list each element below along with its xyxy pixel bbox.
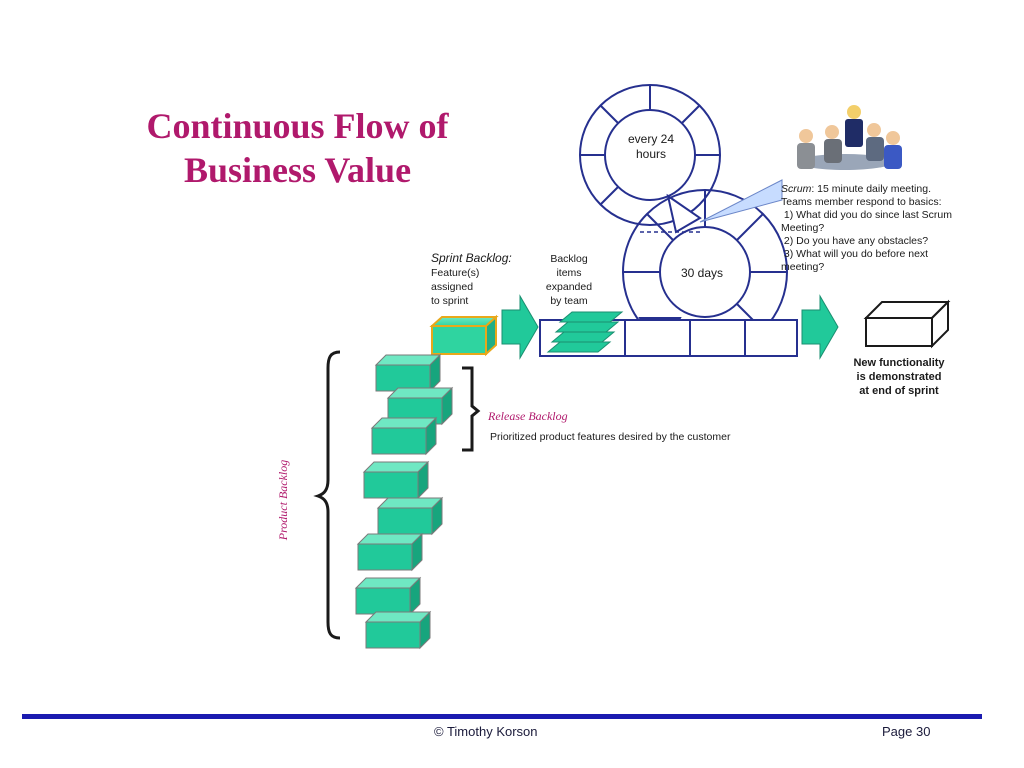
slide-title: Continuous Flow of Business Value [146, 106, 449, 190]
expanded-backlog-slabs [546, 311, 624, 353]
daily-cycle-label-line2: hours [636, 147, 666, 161]
sprint-backlog-line1: Feature(s) [431, 267, 479, 279]
new-functionality-line1: New functionality [853, 357, 945, 369]
product-backlog-brace [313, 350, 341, 640]
footer-page-number: Page 30 [882, 724, 931, 739]
scrum-callout-line5: 2) Do you have any obstacles? [781, 235, 928, 247]
scrum-meeting-people-icon [797, 105, 902, 170]
sprint-backlog-line3: to sprint [431, 295, 468, 307]
arrow-out-of-sprint-icon [801, 294, 839, 360]
daily-cycle-ring [579, 84, 721, 234]
sprint-feature-block [429, 314, 499, 357]
backlog-items-line2: items [556, 267, 581, 279]
footer-copyright: © Timothy Korson [434, 724, 538, 739]
backlog-block [364, 610, 432, 650]
scrum-callout-line2: Teams member respond to basics: [781, 196, 941, 208]
scrum-callout-line3: 1) What did you do since last Scrum [781, 209, 952, 221]
backlog-items-line4: by team [550, 295, 588, 307]
release-backlog-label: Release Backlog [487, 409, 568, 423]
release-backlog-description: Prioritized product features desired by … [490, 431, 731, 443]
scrum-callout-line1: Scrum: 15 minute daily meeting. [781, 183, 931, 195]
daily-cycle-label-line1: every 24 [628, 132, 674, 146]
sprint-backlog-heading: Sprint Backlog: [431, 251, 512, 265]
scrum-callout-line6: 3) What will you do before next [781, 248, 928, 260]
backlog-block [374, 353, 442, 393]
backlog-block [362, 460, 430, 500]
backlog-items-line1: Backlog [550, 253, 588, 265]
backlog-block [354, 576, 422, 616]
new-functionality-line2: is demonstrated [857, 371, 942, 383]
arrow-into-sprint-icon [501, 294, 539, 360]
scrum-callout-line4: Meeting? [781, 222, 824, 234]
backlog-block [370, 416, 438, 456]
backlog-block [356, 532, 424, 572]
sprint-cycle-label: 30 days [681, 266, 723, 280]
product-backlog-label: Product Backlog [276, 460, 290, 542]
sprint-backlog-line2: assigned [431, 281, 473, 293]
new-functionality-line3: at end of sprint [859, 385, 939, 397]
product-backlog-stack [354, 353, 454, 650]
backlog-items-line3: expanded [546, 281, 592, 293]
scrum-callout-line7: meeting? [781, 261, 824, 273]
scrum-callout-pointer [699, 179, 783, 223]
product-increment-box-icon [863, 299, 951, 349]
backlog-block [376, 496, 444, 536]
release-backlog-bracket [462, 366, 481, 452]
footer-rule [22, 714, 982, 719]
